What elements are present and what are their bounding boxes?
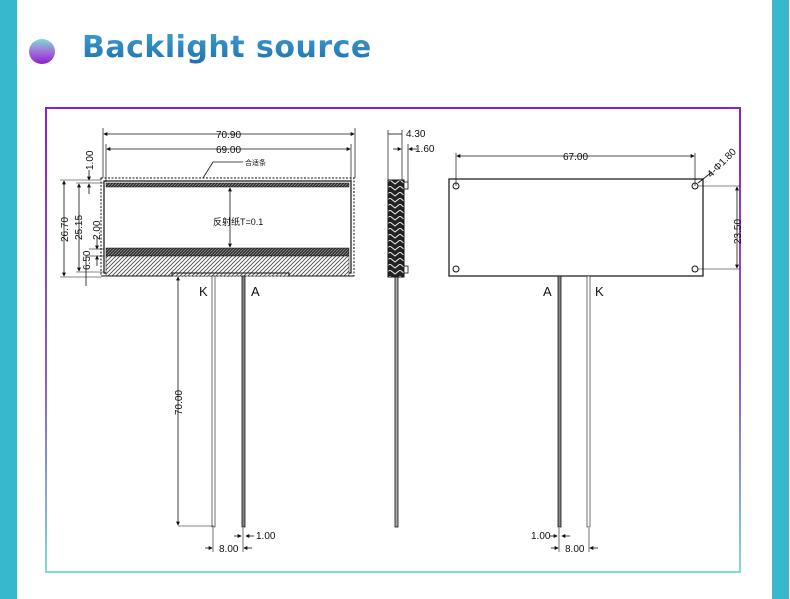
pin-label-k-front: K — [199, 284, 208, 299]
pin-k-back — [586, 275, 591, 528]
dim-overall-width: 70.90 — [216, 130, 241, 141]
side-pin — [394, 276, 399, 528]
pin-k-front — [211, 275, 216, 528]
pin-a-back — [557, 275, 562, 528]
dim-inner-height: 25.15 — [74, 215, 85, 240]
side-body — [387, 179, 405, 278]
bullet-icon — [29, 39, 55, 64]
back-panel — [448, 178, 704, 277]
front-view — [60, 128, 356, 552]
right-accent-bar — [772, 0, 789, 599]
dim-pin-width-back: 1.00 — [531, 531, 551, 542]
dim-hole-spec: 4-Φ1.80 — [705, 146, 739, 180]
side-view-labels: 4.30 1.60 — [406, 129, 435, 155]
dim-hole-spacing-x: 67.00 — [563, 152, 588, 163]
middle-dark-band — [105, 247, 350, 257]
dim-inner-width: 69.00 — [216, 145, 241, 156]
dim-overall-height: 26.70 — [60, 217, 71, 242]
dim-thickness: 4.30 — [406, 129, 426, 140]
pin-label-k-back: K — [595, 284, 604, 299]
dim-bottom-section: 6.50 — [82, 250, 93, 270]
top-led-strip — [105, 182, 350, 188]
section-title: Backlight source — [82, 30, 372, 65]
dim-inner-thickness: 1.60 — [415, 144, 435, 155]
pin-a-front — [241, 275, 246, 528]
lower-hatched-area — [105, 255, 350, 277]
annotation-center: 反射纸T=0.1 — [213, 216, 263, 227]
front-view-labels: 70.90 69.00 合适条 反射纸T=0.1 26.70 25.15 1.0… — [60, 130, 276, 555]
dim-top-margin: 1.00 — [85, 150, 96, 170]
dim-hole-spacing-y: 23.50 — [733, 219, 744, 244]
annotation-top: 合适条 — [245, 158, 266, 167]
mount-hole — [452, 265, 460, 273]
dim-pin-width-front: 1.00 — [256, 531, 276, 542]
dim-strip-height: 2.00 — [92, 220, 103, 240]
dim-pin-length: 70.00 — [174, 390, 185, 415]
side-view — [387, 130, 417, 528]
dim-pin-spacing-front: 8.00 — [219, 544, 239, 555]
back-view — [448, 153, 740, 552]
pin-label-a-front: A — [251, 284, 260, 299]
left-accent-bar — [0, 0, 17, 599]
dim-pin-spacing-back: 8.00 — [565, 544, 585, 555]
pin-label-a-back: A — [543, 284, 552, 299]
